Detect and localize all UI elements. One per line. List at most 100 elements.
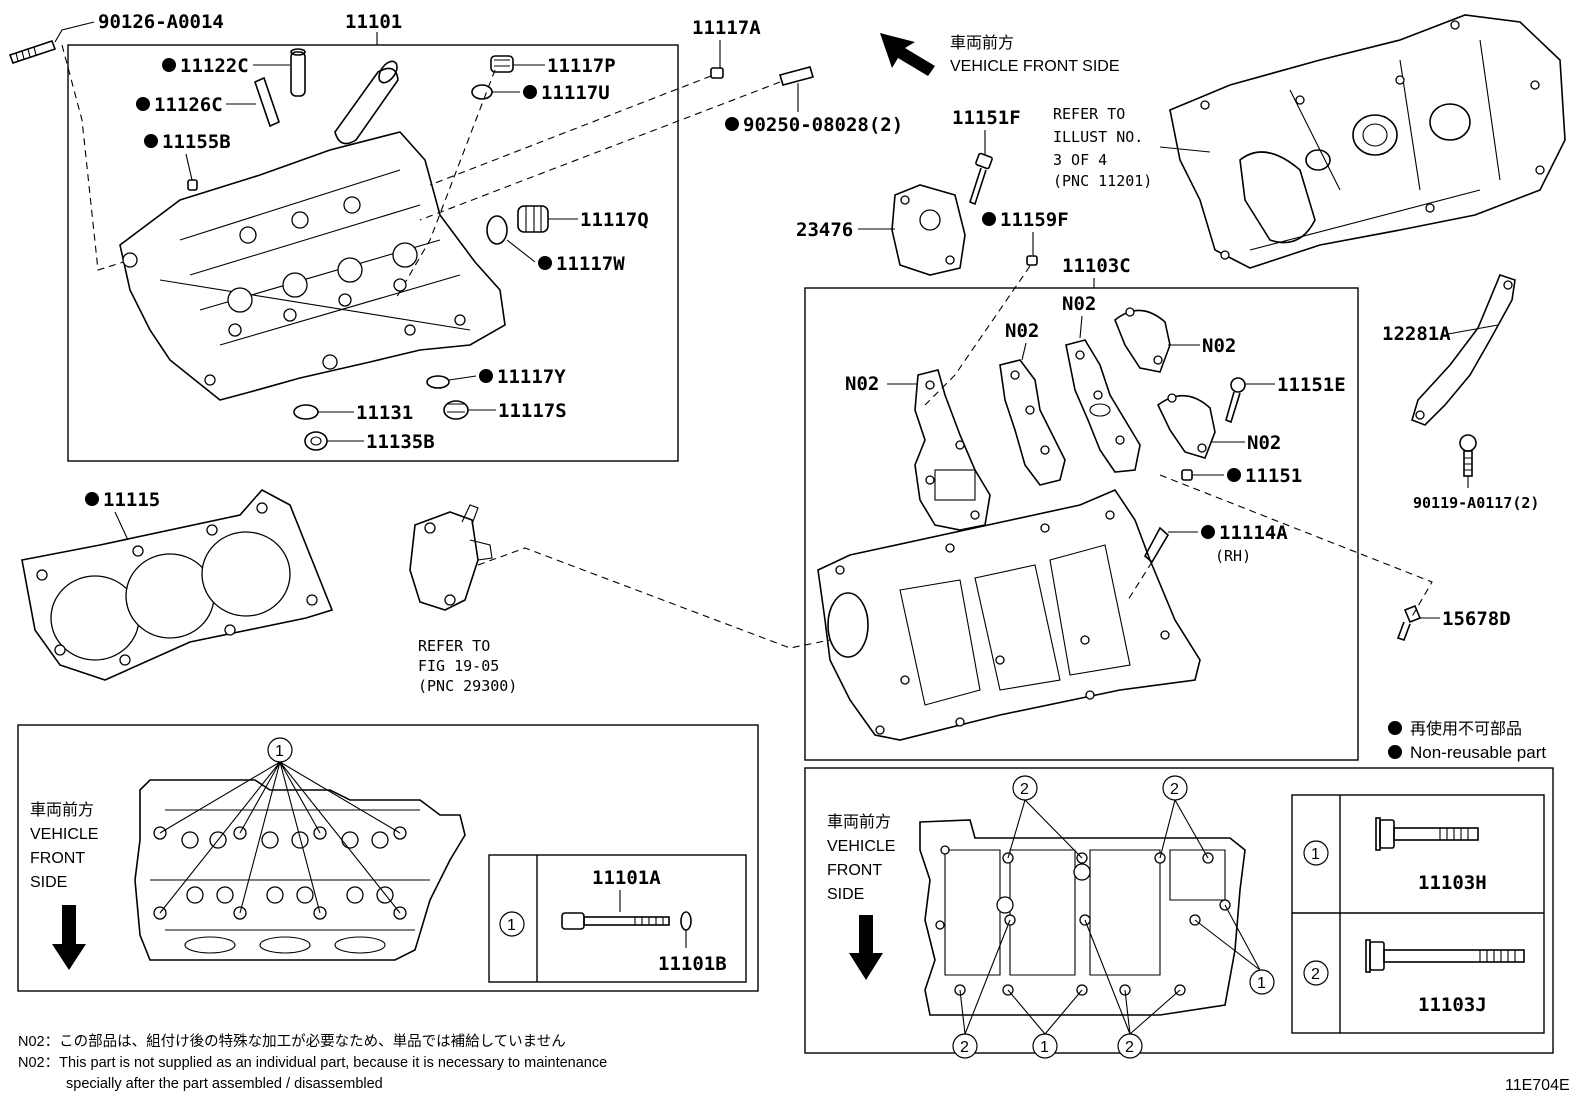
n02-label-4: N02 — [1202, 335, 1236, 357]
leader-11115 — [114, 511, 129, 541]
table-row-circle — [1303, 840, 1329, 866]
br-front-en-3: SIDE — [827, 886, 864, 903]
illustration-code: 11E704E — [1505, 1077, 1570, 1094]
callout-number: 2 — [1020, 781, 1029, 798]
plug-dash-line — [429, 75, 712, 186]
part-label-11117A: 11117A — [692, 17, 761, 39]
part-label-11117Q: 11117Q — [580, 209, 649, 231]
leader-n02-3 — [1079, 315, 1083, 339]
footnote-jp: N02：この部品は、組付け後の特殊な加工が必要なため、単品では補給していません — [18, 1033, 566, 1050]
part-label-11101B: 11101B — [658, 953, 727, 975]
stud-bolt-part — [8, 21, 95, 65]
callout-circle — [1117, 1033, 1143, 1059]
callout-number: 1 — [1257, 975, 1266, 992]
bearing-cap-1-part — [914, 369, 991, 531]
part-label-11101: 11101 — [345, 11, 402, 33]
seal-11135B-part — [304, 431, 328, 451]
leader-12281A — [1447, 324, 1499, 335]
plug-11117P-part — [490, 55, 514, 73]
stud-dash-line — [61, 44, 131, 271]
non-reusable-dot — [162, 58, 176, 72]
bearing-cap-2-part — [999, 359, 1066, 486]
bracket-23476-part — [891, 184, 966, 276]
part-label-90250-08028: 90250-08028(2) — [743, 114, 903, 136]
bearing-cap-3-part — [1065, 339, 1141, 473]
pin-dash-line — [419, 81, 781, 221]
part-label-11159F: 11159F — [1000, 209, 1069, 231]
vehicle-front-jp: 車両前方 — [950, 34, 1014, 52]
bearing-cap-frame — [804, 287, 1359, 761]
non-reusable-dot — [136, 97, 150, 111]
cap-bolt-short-part — [1375, 817, 1479, 851]
bl-front-en-2: FRONT — [30, 850, 85, 867]
part-label-11151: 11151 — [1245, 465, 1302, 487]
crankcase-bottom-view-part — [919, 819, 1246, 1016]
legend-dot — [1388, 721, 1402, 735]
part-label-11155B: 11155B — [162, 131, 231, 153]
vacuum-pump-part — [409, 504, 493, 611]
bearing-cap-5-part — [1156, 393, 1216, 459]
callout-circle — [952, 1033, 978, 1059]
seal-11131-part — [293, 404, 319, 420]
pin-11151-dash — [1159, 474, 1433, 621]
non-reusable-dot — [144, 134, 158, 148]
part-label-11151E: 11151E — [1277, 374, 1346, 396]
part-label-rh: (RH) — [1215, 547, 1251, 565]
pin-11159F-dash — [924, 265, 1031, 406]
head-top-view-part — [134, 779, 466, 961]
bolt-11151F-part — [969, 152, 993, 206]
bolt-90119-part — [1459, 434, 1477, 477]
footnote-en-1: N02：This part is not supplied as an indi… — [18, 1055, 607, 1071]
pin-90250-part — [778, 66, 815, 86]
bearing-cap-assembly-part — [817, 489, 1201, 741]
ref-illust-line2: ILLUST NO. — [1053, 128, 1143, 146]
part-label-11117S: 11117S — [498, 400, 567, 422]
guide-11126C-part — [254, 76, 280, 128]
n02-label-2: N02 — [1005, 320, 1039, 342]
leader-n02-2 — [1021, 342, 1027, 361]
callout-circle — [1162, 775, 1188, 801]
part-label-11103C: 11103C — [1062, 255, 1131, 277]
br-front-en-2: FRONT — [827, 862, 882, 879]
down-arrow-icon — [849, 915, 883, 980]
down-arrow-icon — [52, 905, 86, 970]
callout-number: 2 — [960, 1039, 969, 1056]
washer-part — [680, 911, 692, 931]
gasket-11117Y-part — [426, 375, 450, 389]
part-label-11103J: 11103J — [1418, 994, 1487, 1016]
bearing-cap-4-part — [1114, 307, 1171, 373]
callout-number: 1 — [275, 743, 284, 760]
cap-bolt-callout-lines — [959, 799, 1261, 1035]
br-front-jp: 車両前方 — [827, 813, 891, 831]
part-label-11135B: 11135B — [366, 431, 435, 453]
leader-11117W — [506, 239, 536, 263]
part-label-11117U: 11117U — [541, 82, 610, 104]
bracket-12281A-part — [1411, 274, 1516, 426]
non-reusable-dot — [725, 117, 739, 131]
ref-fig-line3: (PNC 29300) — [418, 677, 517, 695]
ref-fig-line1: REFER TO — [418, 637, 490, 655]
ref-illust-line4: (PNC 11201) — [1053, 172, 1152, 190]
pin-11159F-part — [1026, 255, 1038, 266]
bl-front-en-3: SIDE — [30, 874, 67, 891]
non-reusable-dot — [1227, 468, 1241, 482]
plug-p-dash-line — [394, 69, 496, 301]
ref-illust-line3: 3 OF 4 — [1053, 151, 1107, 169]
bl-front-en-1: VEHICLE — [30, 826, 98, 843]
timing-cover-part — [1169, 14, 1566, 269]
gasket-11117W-part — [486, 215, 508, 245]
pump-dash-line — [477, 547, 831, 649]
n02-label-5: N02 — [1247, 432, 1281, 454]
bolt-15678D-part — [1396, 604, 1422, 642]
table-row-number: 1 — [507, 917, 516, 934]
bl-front-jp: 車両前方 — [30, 801, 94, 819]
dowel-tube-part — [334, 60, 399, 145]
part-label-11117W: 11117W — [556, 253, 625, 275]
callout-circle — [1012, 775, 1038, 801]
leader-11155B — [185, 153, 193, 181]
part-label-90119-A0117: 90119-A0117(2) — [1413, 494, 1539, 512]
cylinder-head-part — [119, 131, 506, 401]
n02-label-3: N02 — [1062, 293, 1096, 315]
cylinder-head-frame — [67, 44, 679, 462]
front-arrow-icon — [880, 33, 935, 76]
